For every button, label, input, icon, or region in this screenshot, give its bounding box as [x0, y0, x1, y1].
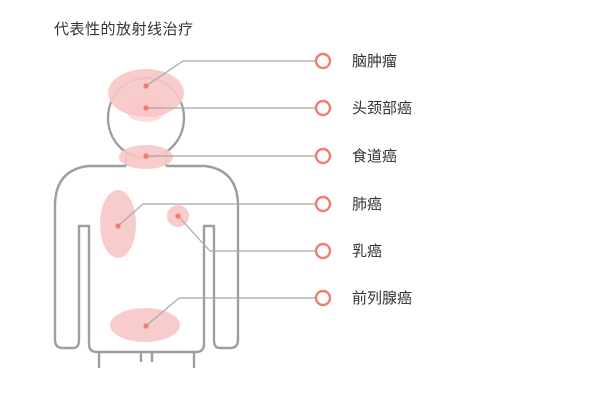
area-points	[115, 83, 181, 329]
dot-icon	[115, 223, 121, 229]
ring-marker-icon	[314, 195, 332, 213]
torso-outline	[53, 164, 240, 354]
label-prostate-cancer: 前列腺癌	[352, 289, 413, 307]
ring-markers	[314, 52, 332, 307]
dot-icon	[143, 323, 149, 329]
leader-line-lung	[117, 203, 316, 227]
label-breast-cancer: 乳癌	[352, 242, 383, 260]
brain-area	[108, 69, 184, 117]
label-esophageal-cancer: 食道癌	[352, 147, 398, 165]
dot-icon	[175, 213, 181, 219]
label-brain-tumor: 脑肿瘤	[352, 52, 398, 70]
dot-icon	[143, 83, 149, 89]
ring-marker-icon	[314, 147, 332, 165]
diagram-title: 代表性的放射线治疗	[54, 20, 194, 38]
leader-line-prostate	[145, 297, 316, 327]
leader-lines	[117, 60, 316, 327]
ring-marker-icon	[314, 99, 332, 117]
leg-gap-outline	[97, 352, 196, 368]
dot-icon	[143, 153, 149, 159]
ring-marker-icon	[314, 52, 332, 70]
ring-marker-icon	[314, 242, 332, 260]
ring-marker-icon	[314, 289, 332, 307]
dot-icon	[143, 105, 149, 111]
label-lung-cancer: 肺癌	[352, 195, 383, 213]
leader-line-breast	[177, 215, 316, 252]
label-head-neck-cancer: 头颈部癌	[352, 99, 413, 117]
leader-line-brain	[145, 60, 316, 87]
